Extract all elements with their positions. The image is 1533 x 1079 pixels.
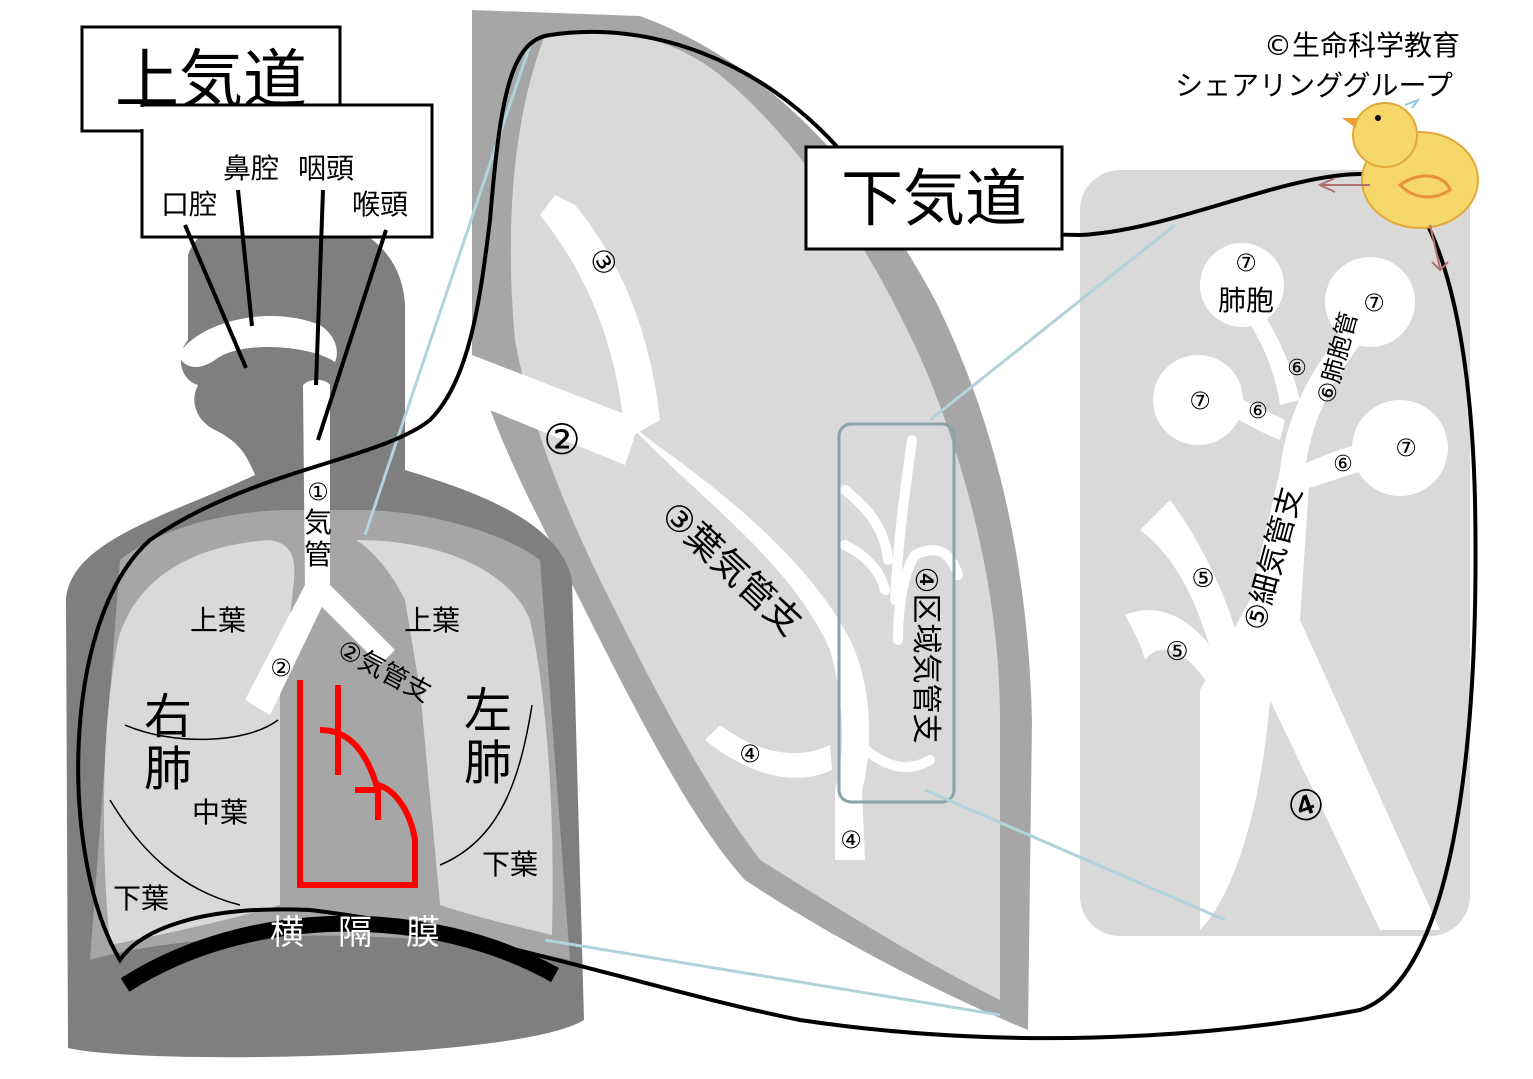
segmental-number-a: ④: [739, 740, 761, 768]
chick-sweat: [1404, 97, 1421, 109]
segment-branch-1: [840, 485, 893, 565]
leader-larynx: [316, 229, 388, 441]
nasal-passage: [178, 316, 337, 367]
upper-labels-mask: [84, 107, 338, 129]
zoom-line-1: [363, 44, 532, 536]
upper-airway: [178, 316, 395, 715]
lobe-fissures: [109, 704, 533, 906]
label-nasal-cavity: 鼻腔: [223, 152, 279, 185]
trachea-label-2: 管: [304, 538, 332, 571]
bronchiole-branch-a: [1140, 500, 1240, 665]
bronchus-number-right: ②: [270, 654, 292, 682]
lobar-bronchus-lower: [625, 420, 870, 860]
alveolar-duct-top: [1240, 300, 1300, 405]
left-lung-label-2: 肺: [464, 735, 512, 791]
segmental-bronchus-detail: [1200, 470, 1440, 930]
label-pharynx: 咽頭: [298, 152, 354, 185]
diaphragm-label: 横 隔 膜: [270, 913, 440, 953]
mediastinum: [282, 640, 440, 905]
right-oblique-fissure: [109, 799, 241, 906]
left-lung-label-1: 左: [464, 683, 512, 739]
zoom-line-2: [544, 938, 1001, 1017]
right-main-bronchus: [245, 585, 330, 715]
title-lower-airway: 下気道: [804, 145, 1064, 251]
enlarged-airways: [465, 195, 870, 860]
lower-lobe-left: 下葉: [482, 848, 538, 881]
segment-branch-3: [890, 435, 917, 605]
chick-leg-1: [1317, 177, 1370, 193]
trachea-label-1: 気: [304, 506, 332, 539]
upper-lobe-right: 上葉: [190, 604, 246, 637]
upper-label-leaders: [183, 189, 388, 441]
credit-line-1: ©生命科学教育: [1264, 29, 1460, 62]
right-horizontal-fissure: [124, 719, 279, 741]
leader-oral: [183, 224, 248, 369]
heart: [297, 680, 418, 888]
upper-labels-box: 鼻腔 咽頭 口腔 喉頭: [84, 103, 434, 239]
alveolus-label: 肺胞: [1218, 284, 1274, 317]
left-lung: [356, 540, 553, 935]
zoom-box: [837, 422, 956, 804]
main-bronchus-enlarged: [465, 355, 640, 465]
main-bronchus-number: ②: [543, 415, 581, 464]
zoom-line-4: [924, 788, 1226, 922]
segmental-bronchus-small: [705, 725, 832, 778]
chick-beak: [1342, 118, 1358, 128]
segment-branch-5: [850, 735, 935, 773]
chick-eye: [1375, 115, 1381, 121]
bronchiole-number-a: ⑤: [1191, 564, 1214, 594]
alveolus-number-1: ⑦: [1235, 249, 1257, 277]
chick-illustration: [1317, 97, 1479, 272]
diaphragm-band: [120, 915, 559, 992]
trachea-shape: [303, 379, 330, 590]
upper-lobe-left: 上葉: [404, 604, 460, 637]
label-larynx: 喉頭: [352, 188, 408, 221]
segmental-bronchus-label: ④区域気管支: [908, 567, 943, 744]
right-lung-label-2: 肺: [144, 741, 192, 797]
bronchiole-branch-b: [1125, 610, 1220, 680]
segment-branch-2: [840, 540, 890, 595]
segment-branch-4: [893, 545, 963, 645]
bronchiole-number-b: ⑤: [1165, 637, 1188, 667]
alveolus-number-2: ⑦: [1363, 289, 1385, 317]
leader-nasal: [236, 189, 254, 327]
alveolus-1: [1200, 243, 1284, 327]
leader-pharynx: [314, 189, 325, 386]
chick-wing: [1397, 174, 1452, 199]
lower-lobe-right: 下葉: [113, 882, 169, 915]
duct-number-2: ⑥: [1248, 399, 1268, 424]
alveolus-number-3: ⑦: [1189, 387, 1211, 415]
zoom-line-3: [929, 223, 1176, 422]
chick-head: [1352, 102, 1418, 168]
duct-number-1: ⑥: [1287, 356, 1307, 381]
credit-line-2: シェアリンググループ: [1175, 69, 1453, 102]
title-lower-text: 下気道: [841, 162, 1027, 235]
left-main-bronchus: [305, 585, 395, 665]
alveolus-number-4: ⑦: [1395, 434, 1417, 462]
lower-airway-outline: [76, 29, 1478, 1041]
right-lung: [103, 540, 295, 945]
left-oblique-fissure: [439, 704, 533, 866]
middle-lobe: 中葉: [192, 796, 248, 829]
lobar-bronchus-upper: [540, 195, 660, 440]
detail-airways: [1125, 243, 1448, 930]
title-lower-box: [804, 145, 1064, 251]
duct-number-3: ⑥: [1333, 452, 1353, 477]
trachea-number: ①: [307, 478, 329, 506]
alveolus-4: [1352, 400, 1448, 496]
label-oral-cavity: 口腔: [161, 188, 217, 221]
segmental-branches: [840, 435, 963, 773]
segmental-number-b: ④: [840, 826, 862, 854]
body-silhouette: [66, 210, 584, 1058]
zoom-lines: [363, 44, 1226, 1017]
heart-vessel: [297, 680, 418, 888]
alveolus-3: [1153, 355, 1243, 445]
alveolus-2: [1325, 257, 1415, 347]
right-lung-label-1: 右: [144, 689, 192, 745]
chick-leg-2: [1429, 224, 1449, 272]
alveolar-duct-upper: [1280, 330, 1360, 470]
